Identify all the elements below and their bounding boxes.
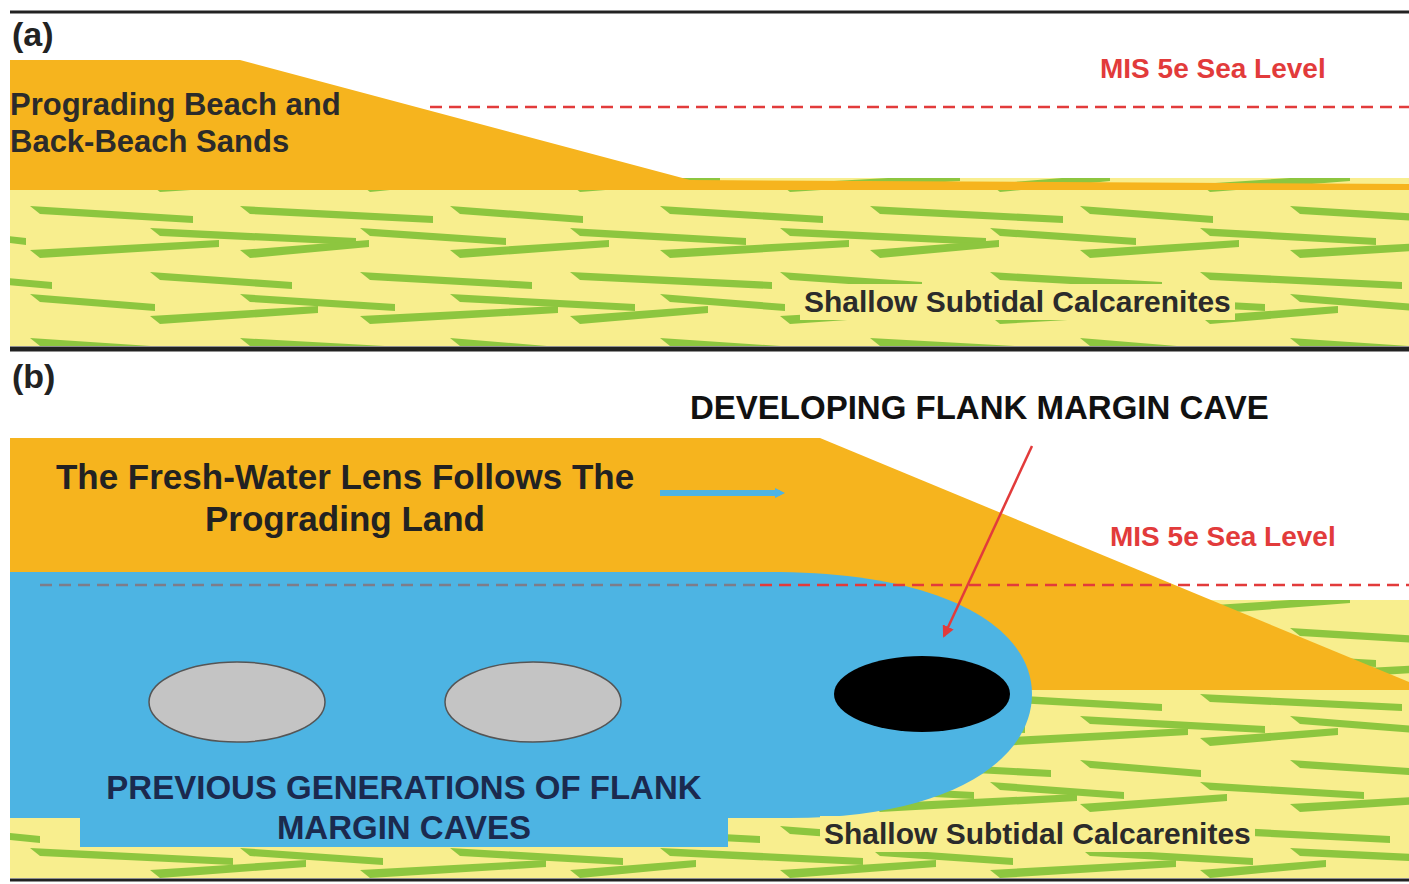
stripe <box>1080 206 1213 223</box>
stripe <box>240 206 433 223</box>
stripe <box>240 848 383 865</box>
stripe <box>360 228 506 245</box>
stripe <box>990 228 1136 245</box>
developing-cave <box>834 656 1010 732</box>
stripe <box>1290 240 1409 258</box>
callout-label: DEVELOPING FLANK MARGIN CAVE <box>690 388 1269 428</box>
old-cave <box>445 662 621 742</box>
frame-line <box>10 347 1409 352</box>
stripe <box>1200 728 1338 746</box>
old-sea-level-line <box>40 584 760 587</box>
sea-level-label: MIS 5e Sea Level <box>1100 52 1326 86</box>
stripe <box>570 272 772 289</box>
frame-line <box>10 879 1409 882</box>
stripe <box>360 272 532 289</box>
unit-label: Shallow Subtidal Calcarenites <box>820 816 1255 852</box>
stripe <box>30 206 193 223</box>
stripe <box>660 240 849 258</box>
stripe <box>10 272 52 289</box>
stripe <box>150 306 318 324</box>
stripe <box>1200 694 1402 711</box>
process-label: The Fresh-Water Lens Follows The Prograd… <box>40 456 650 540</box>
stripe <box>780 860 936 878</box>
stripe <box>1080 760 1201 777</box>
stripe <box>1290 338 1409 346</box>
stripe <box>360 306 558 324</box>
stripe <box>450 338 571 346</box>
stripe <box>240 338 421 346</box>
stripe <box>30 338 181 346</box>
stripe <box>240 240 369 258</box>
stripe <box>1200 860 1326 878</box>
leader-arrow <box>944 446 1032 636</box>
stripe <box>10 228 26 245</box>
stripe <box>870 206 1063 223</box>
unit-label: Prograding Beach and Back-Beach Sands <box>10 86 430 160</box>
sea-level-label: MIS 5e Sea Level <box>1110 520 1336 554</box>
stripe <box>150 860 306 878</box>
stripe <box>870 240 999 258</box>
stripe <box>150 272 292 289</box>
stripe <box>660 206 823 223</box>
sea-level-line <box>760 584 1409 587</box>
stripe <box>450 206 583 223</box>
stripe <box>30 294 155 311</box>
stripe <box>1290 760 1409 777</box>
stripe <box>1080 240 1239 258</box>
panel-letter: (b) <box>12 356 55 397</box>
sea-level-line <box>430 106 1409 109</box>
calcarenite-layer <box>10 178 1409 346</box>
cave-label: PREVIOUS GENERATIONS OF FLANK MARGIN CAV… <box>80 768 728 847</box>
unit-label: Shallow Subtidal Calcarenites <box>800 284 1235 320</box>
stripe <box>870 338 1051 346</box>
stripe <box>570 860 696 878</box>
stripe <box>570 306 708 324</box>
stripe <box>990 860 1176 878</box>
stripe <box>1290 794 1409 812</box>
stripe <box>360 860 546 878</box>
stripe <box>450 240 609 258</box>
stripe <box>1080 794 1227 812</box>
stripe <box>30 848 233 865</box>
calcarenite-stripes <box>10 178 1409 346</box>
frame-line <box>10 11 1409 14</box>
stripe <box>1080 338 1201 346</box>
stripe <box>30 240 219 258</box>
migration-arrow <box>660 490 780 496</box>
stripe <box>10 826 40 843</box>
panel-letter: (a) <box>12 14 54 55</box>
stripe <box>660 338 811 346</box>
old-cave <box>149 662 325 742</box>
stripe <box>1290 206 1409 223</box>
